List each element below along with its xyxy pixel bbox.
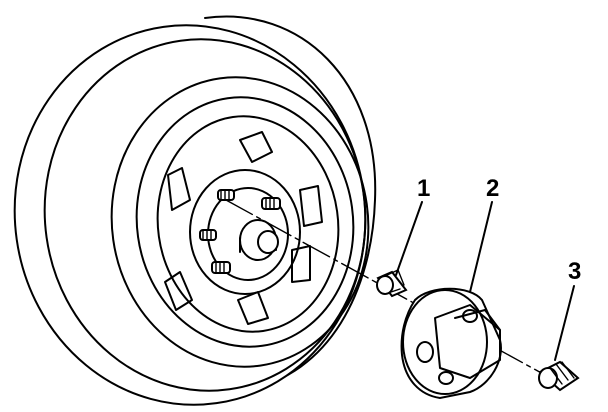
wheel-slot [164, 271, 193, 311]
part-2-adapter [400, 287, 502, 400]
wheel-slot [291, 245, 311, 283]
wheel-slot [237, 291, 269, 325]
wheel-slot [299, 185, 323, 227]
wheel-stud [261, 197, 281, 210]
tire [13, 15, 377, 406]
callout-3: 3 [568, 258, 581, 285]
hub [189, 169, 301, 295]
leader-line-1 [395, 201, 423, 276]
callout-2: 2 [486, 175, 499, 202]
wheel-slot [167, 167, 191, 211]
leader-line-3 [554, 285, 575, 361]
part-3-lug [538, 360, 580, 392]
part-1-sleeve [376, 269, 408, 298]
callout-1: 1 [417, 175, 430, 202]
wheel-stud [217, 189, 235, 201]
wheel-rim [135, 96, 355, 348]
wheel-slot [239, 131, 273, 163]
wheel-stud [211, 261, 231, 274]
wheel-stud [199, 229, 217, 241]
leader-line-2 [469, 201, 493, 293]
